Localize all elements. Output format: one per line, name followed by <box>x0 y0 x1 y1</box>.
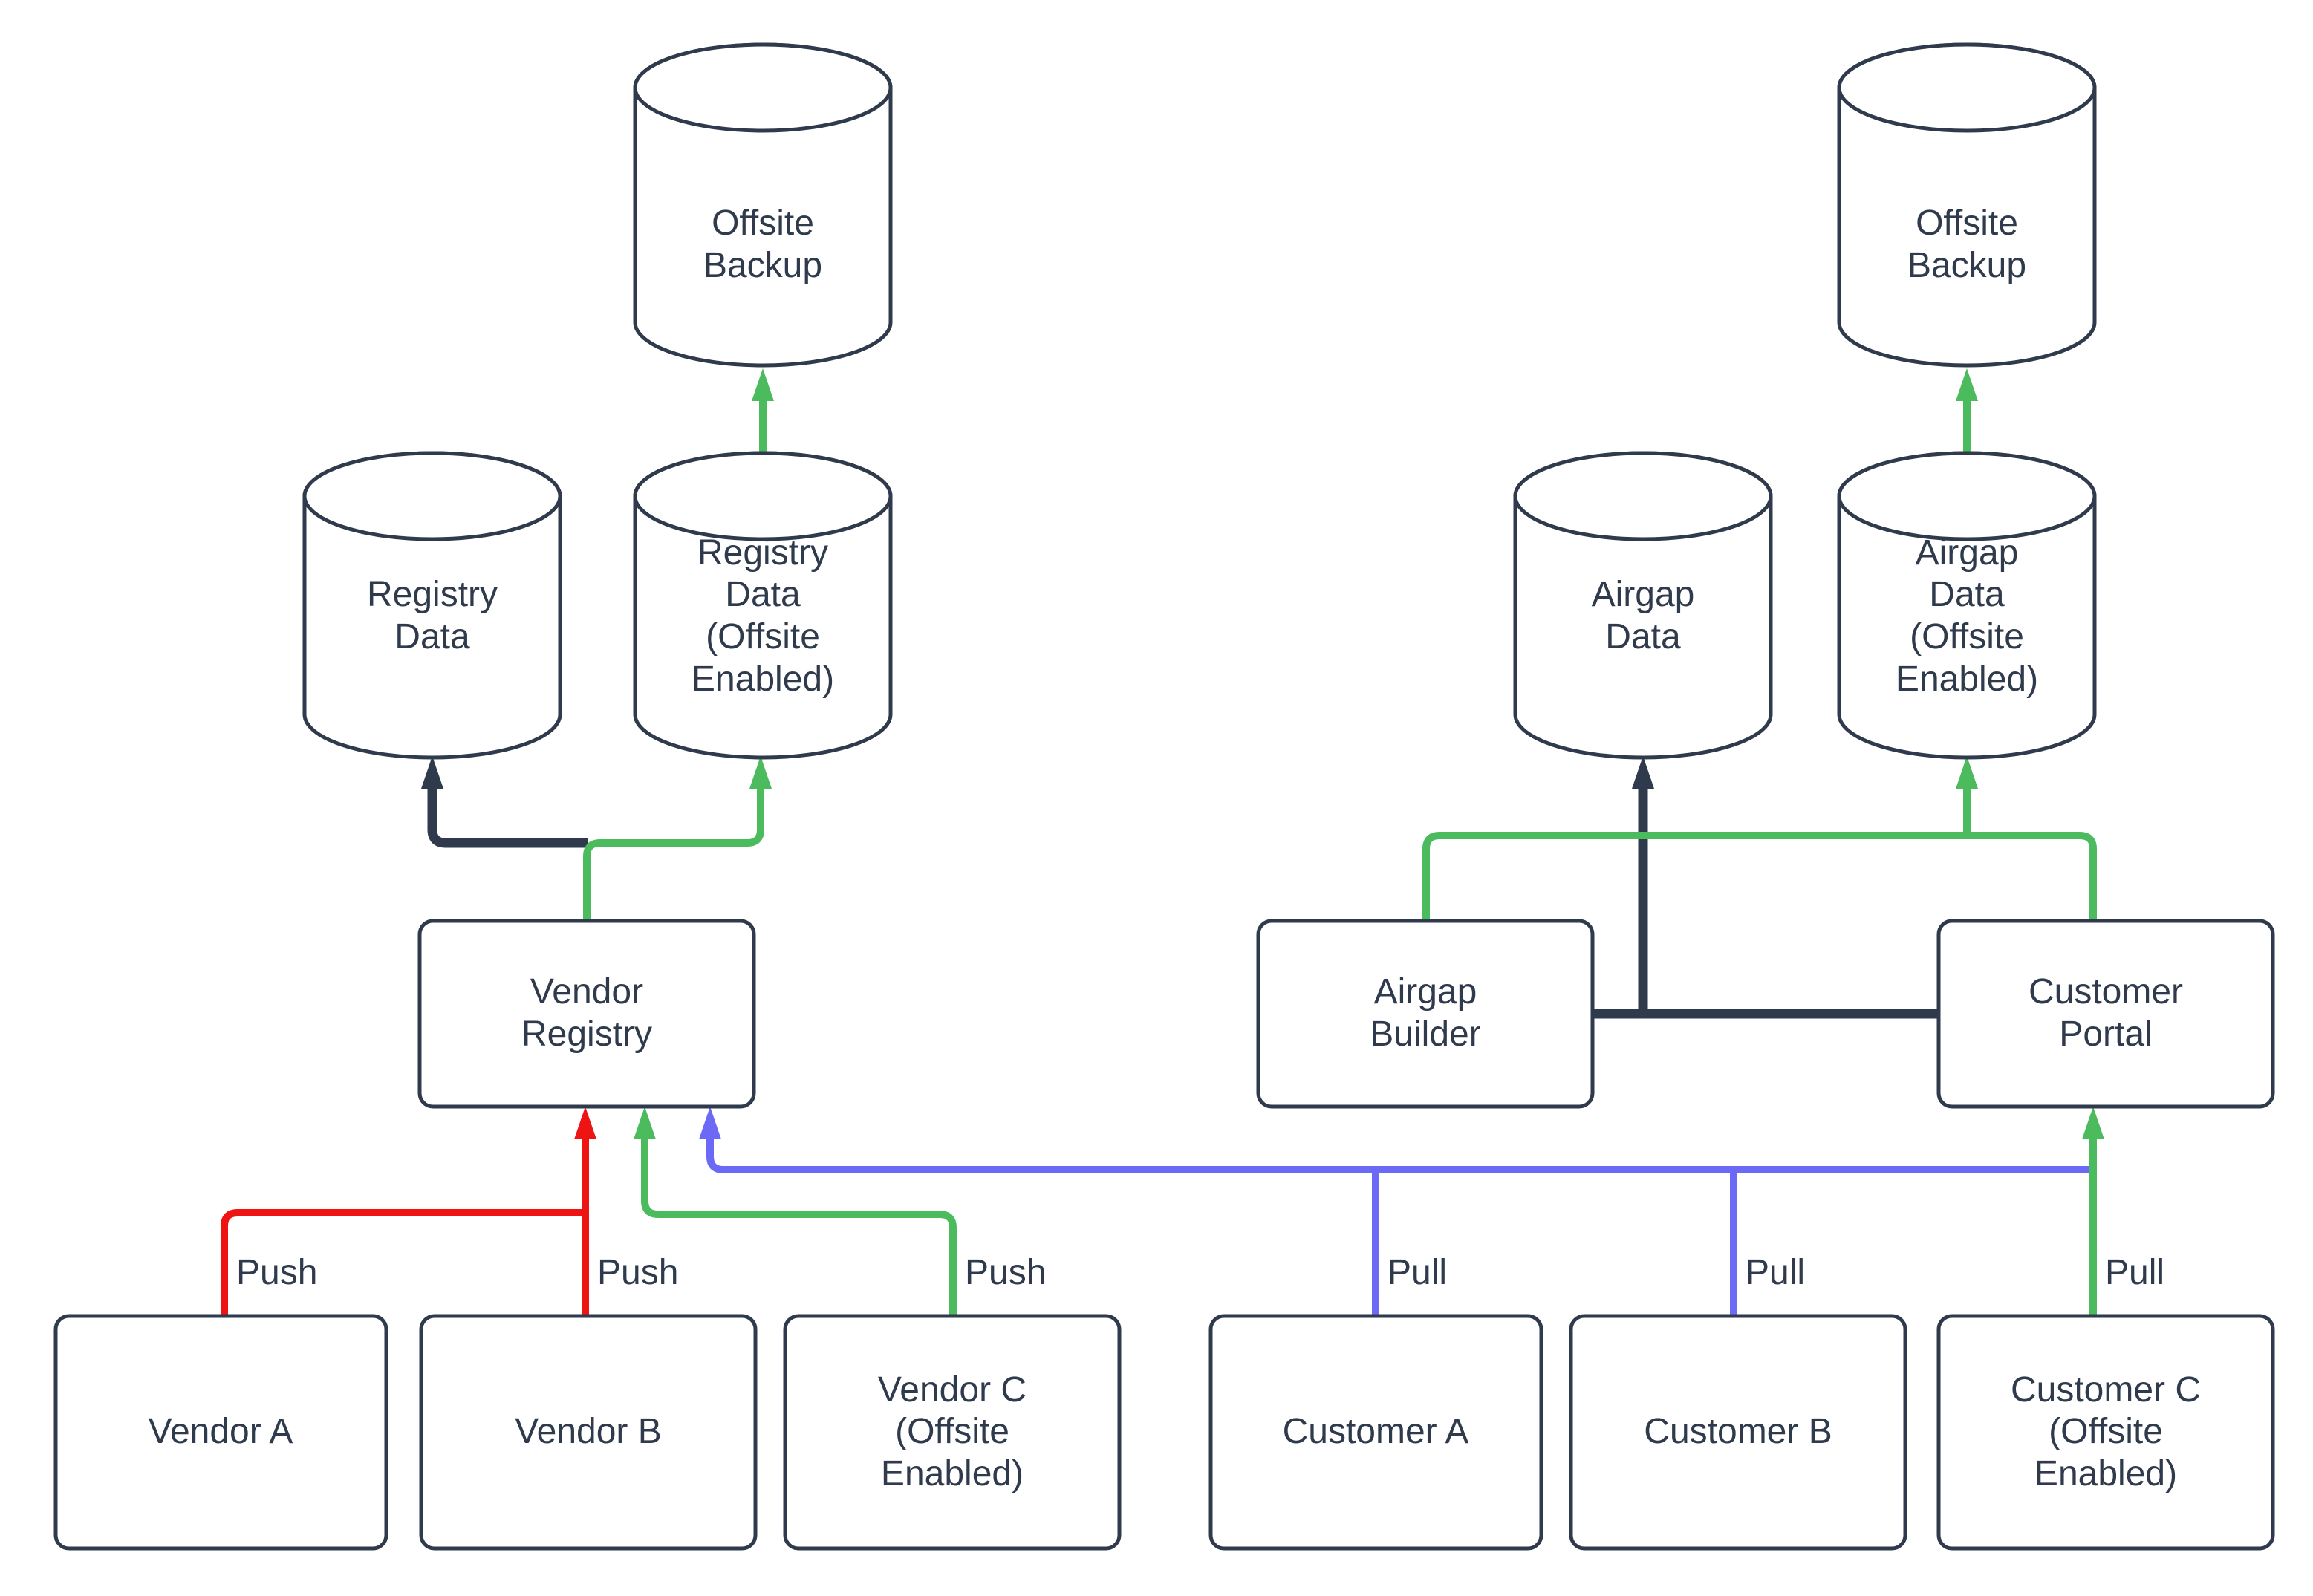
box-customer-b <box>1569 1314 1907 1551</box>
edge-customers-pull-to-vendor-registry-line <box>699 1107 2093 1173</box>
pull-label-customer-c: Pull <box>2105 1253 2165 1292</box>
box-vendor-c <box>783 1314 1122 1551</box>
registry-data-offsite-label: Registry Data (Offsite Enabled) <box>691 532 835 699</box>
box-vendor-a <box>53 1314 388 1551</box>
airgap-builder-label: Airgap Builder <box>1370 972 1481 1054</box>
push-label-vendor-b: Push <box>597 1253 679 1292</box>
cylinder-airgap-data <box>1513 451 1773 760</box>
airgap-data-label: Airgap Data <box>1591 575 1695 657</box>
customer-c-label: Customer C (Offsite Enabled) <box>2010 1369 2202 1494</box>
box-vendor-b <box>419 1314 758 1551</box>
box-customer-c <box>1936 1314 2275 1551</box>
cylinder-registry-data-offsite <box>633 451 893 760</box>
edge-vendor-registry-to-registry-data-line <box>421 756 588 848</box>
cylinder-top <box>1837 42 2097 133</box>
cylinder-offsite-backup-right <box>1837 42 2097 368</box>
offsite-backup-right-label: Offsite Backup <box>1907 203 2027 285</box>
registry-data-label: Registry Data <box>366 575 498 657</box>
box-customer-a <box>1208 1314 1543 1551</box>
cylinder-offsite-backup-left <box>633 42 893 368</box>
box-vendor-registry <box>417 919 756 1109</box>
cylinder-top <box>1513 451 1773 541</box>
pull-label-customer-b: Pull <box>1746 1253 1806 1292</box>
cylinder-top <box>302 451 562 541</box>
edge-vendor-registry-to-registry-data-offsite-line <box>583 756 772 921</box>
vendor-c-label: Vendor C (Offsite Enabled) <box>877 1369 1027 1494</box>
cylinder-registry-data <box>302 451 562 760</box>
edge-builder-to-portal-green-line <box>1422 832 2097 921</box>
edge-vendor-a-push-line <box>221 1209 585 1316</box>
edge-builder-portal-connector <box>1590 756 1939 1019</box>
customer-a-label: Customer A <box>1282 1412 1469 1452</box>
airgap-data-offsite-label: Airgap Data (Offsite Enabled) <box>1895 532 2039 699</box>
cylinder-top <box>633 451 893 541</box>
customer-b-label: Customer B <box>1644 1412 1832 1452</box>
cylinder-airgap-data-offsite <box>1837 451 2097 760</box>
offsite-backup-left-label: Offsite Backup <box>703 203 823 285</box>
vendor-registry-label: Vendor Registry <box>521 972 653 1054</box>
edge-builder-portal-green-tree <box>1422 756 2097 921</box>
pull-label-customer-a: Pull <box>1388 1253 1448 1292</box>
vendor-b-label: Vendor B <box>515 1412 662 1452</box>
box-customer-portal <box>1936 919 2275 1109</box>
customer-portal-label: Customer Portal <box>2028 972 2184 1054</box>
edge-vendor-c-push-line <box>634 1107 957 1316</box>
push-label-vendor-c: Push <box>965 1253 1047 1292</box>
push-label-vendor-a: Push <box>236 1253 318 1292</box>
vendor-a-label: Vendor A <box>148 1412 293 1452</box>
cylinder-top <box>1837 451 2097 541</box>
cylinder-top <box>633 42 893 133</box>
box-airgap-builder <box>1256 919 1595 1109</box>
